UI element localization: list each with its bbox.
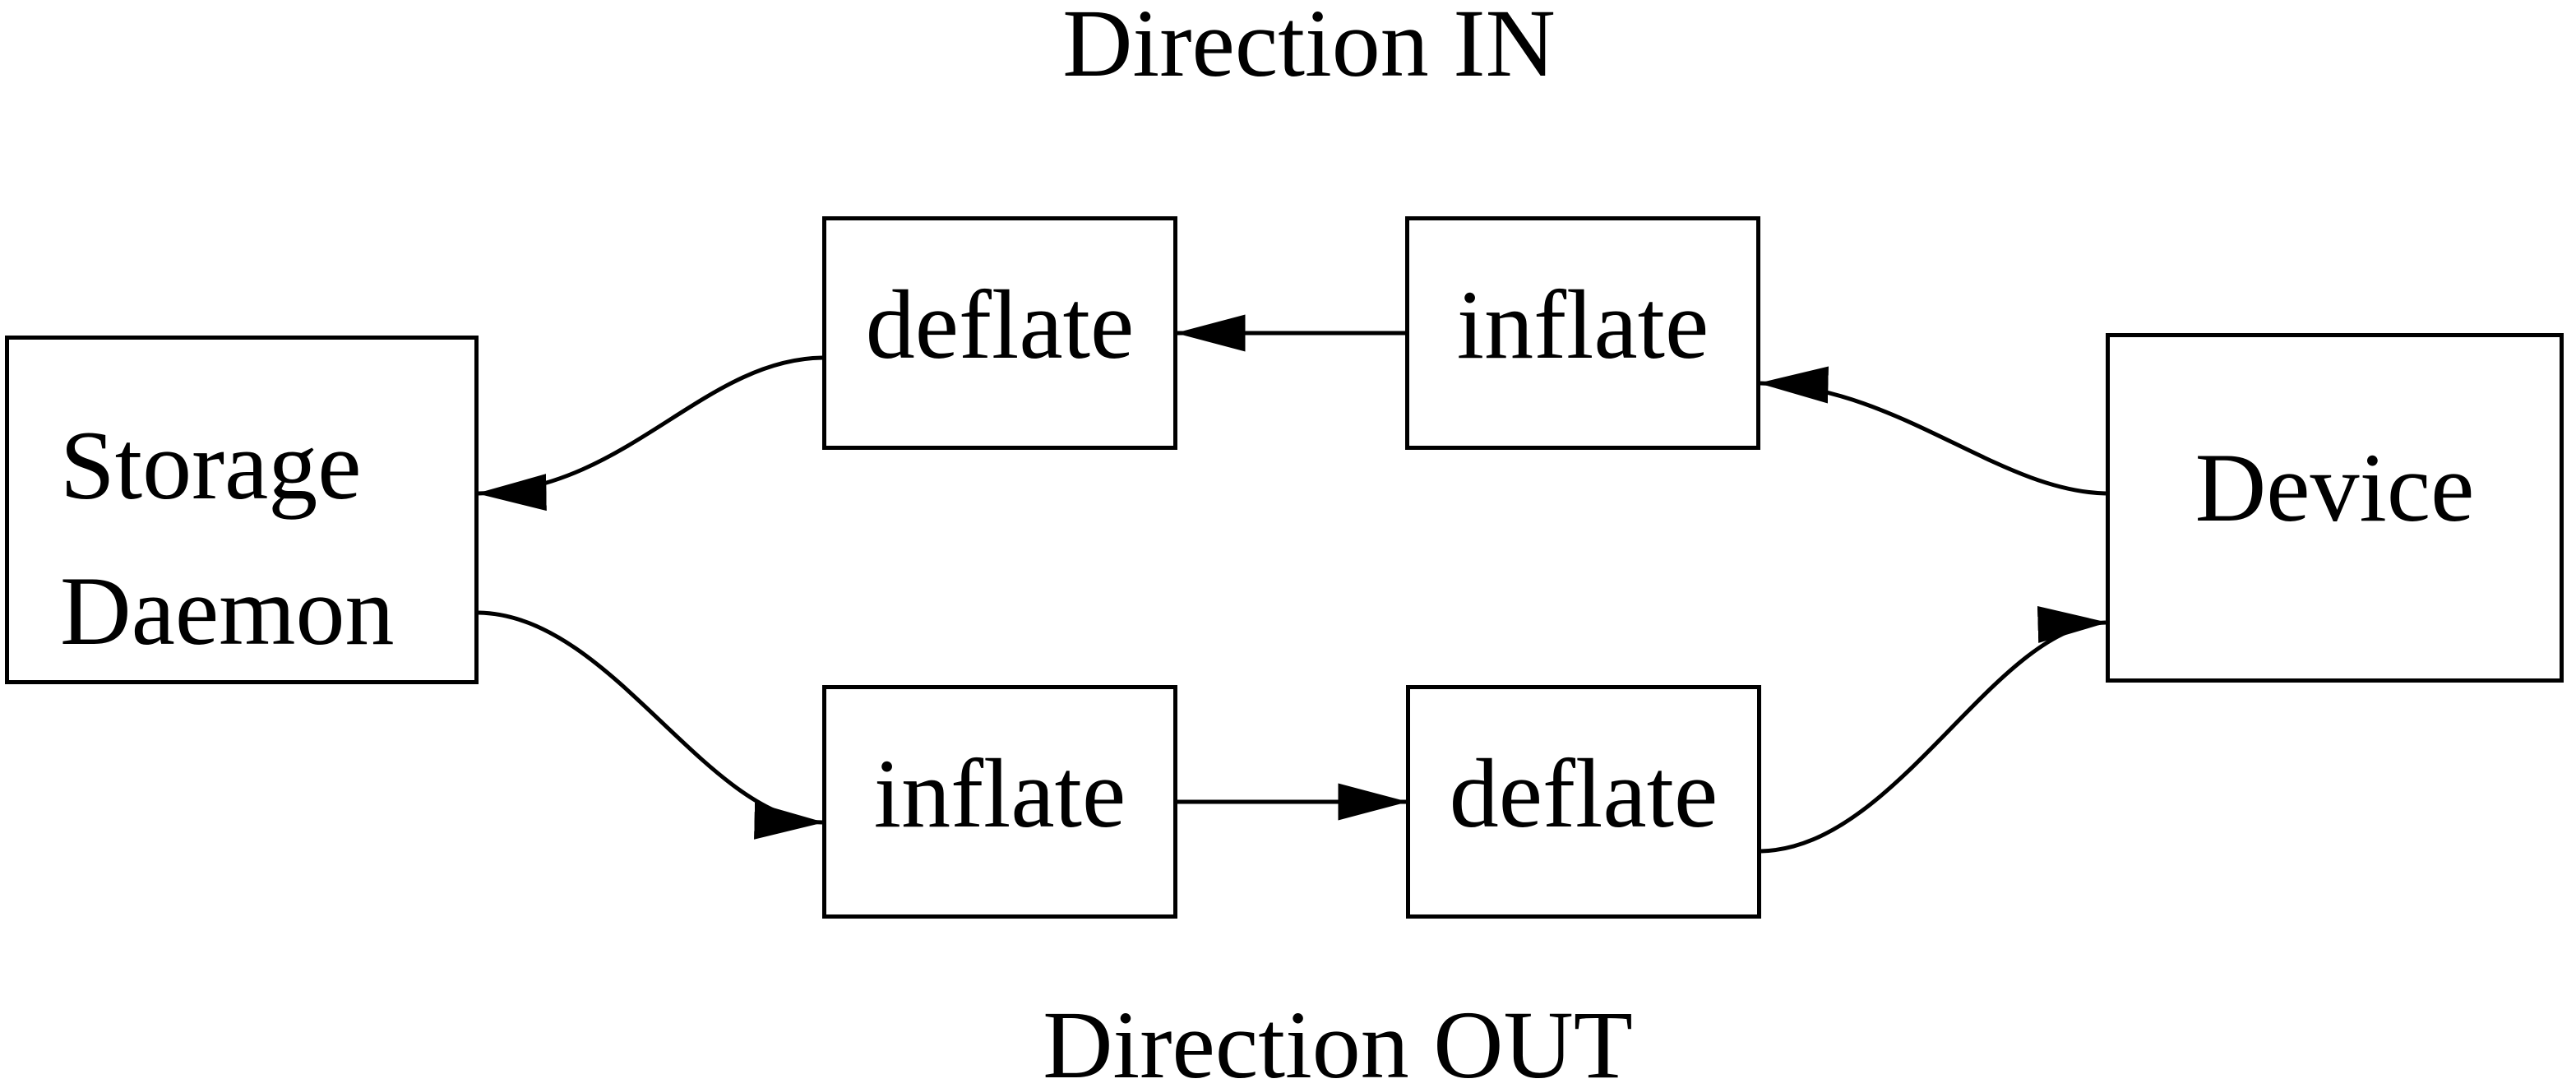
deflate-out-label: deflate: [1449, 738, 1718, 848]
node-storage-daemon: Storage Daemon: [5, 336, 479, 684]
node-deflate-in: deflate: [822, 216, 1177, 450]
title-direction-out: Direction OUT: [1043, 991, 1633, 1088]
edge-in-device-to-inflate: [1758, 366, 2107, 496]
edge-out-storage-to-inflate: [478, 610, 825, 840]
node-inflate-in: inflate: [1405, 216, 1760, 450]
device-label: Device: [2194, 432, 2475, 542]
inflate-in-label: inflate: [1456, 270, 1709, 379]
storage-daemon-label-line2: Daemon: [60, 556, 395, 665]
title-direction-in: Direction IN: [1062, 0, 1556, 97]
node-deflate-out: deflate: [1406, 685, 1761, 919]
node-inflate-out: inflate: [822, 685, 1177, 919]
edge-in-deflate-to-storage: [476, 355, 823, 512]
storage-daemon-label-line1: Storage: [60, 410, 362, 520]
inflate-out-label: inflate: [873, 738, 1126, 848]
deflate-in-label: deflate: [865, 270, 1135, 379]
node-device: Device: [2106, 333, 2564, 683]
edge-out-deflate-to-device: [1760, 606, 2108, 854]
